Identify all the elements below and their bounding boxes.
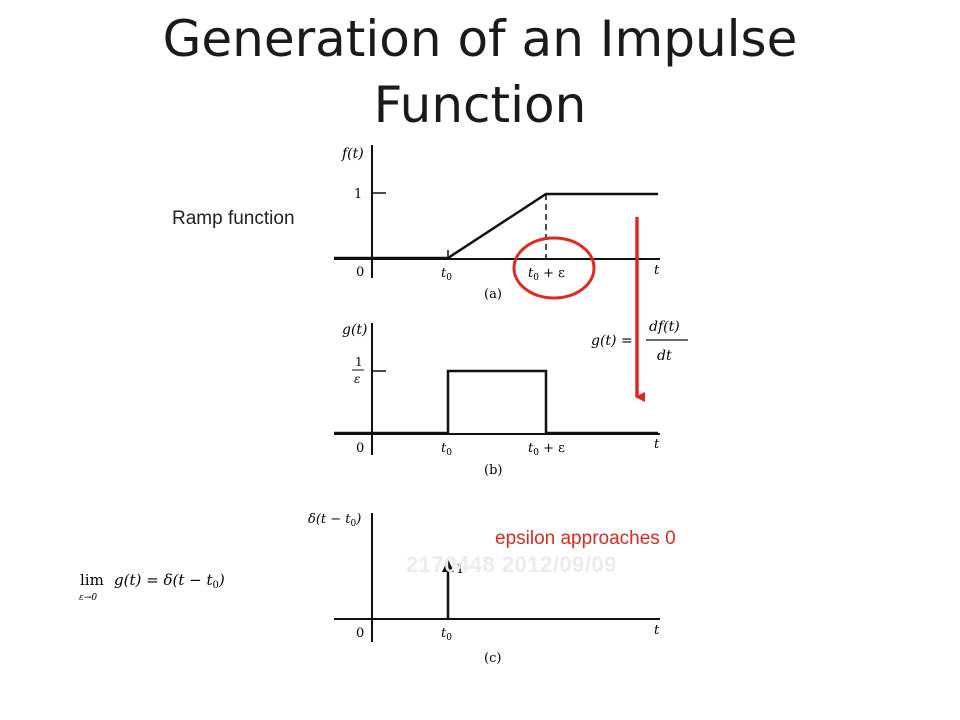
limit-under: ε→0: [79, 593, 97, 603]
impulse-label: 1: [456, 562, 464, 577]
impulse-arrowhead: [442, 559, 454, 572]
limit-expression: g(t) = δ(t − t0): [114, 571, 225, 591]
derivative-eq-den: dt: [657, 348, 672, 364]
page-title: Generation of an Impulse Function: [0, 6, 960, 138]
epsilon-note: epsilon approaches 0: [495, 528, 676, 549]
derivative-eq-num: df(t): [649, 319, 680, 335]
highlight-circle: [512, 236, 596, 300]
panel-b-ylabel: g(t): [342, 322, 368, 338]
panel-c-t0-label: t0: [441, 626, 452, 643]
panel-a-t0-label: t0: [441, 266, 452, 283]
panel-b-xlabel: t: [654, 437, 660, 452]
panel-a-caption: (a): [484, 287, 502, 302]
panel-b: g(t) 1 ε 0 t0 t0 + ε t (b) g(t) = df(t) …: [334, 319, 688, 478]
panel-c-caption: (c): [484, 651, 501, 666]
panel-c-ylabel: δ(t − t0): [308, 512, 361, 529]
pulse-curve: [334, 369, 658, 435]
panel-c: δ(t − t0) 1 0 t0 t (c) lim ε→0 g(t) = δ(…: [79, 512, 660, 666]
ramp-curve: [334, 192, 658, 260]
panel-a-origin: 0: [356, 265, 364, 280]
ramp-function-label: Ramp function: [172, 208, 295, 229]
panel-b-tick-den: ε: [354, 372, 360, 386]
panel-c-xlabel: t: [654, 623, 660, 638]
title-line-2: Function: [373, 76, 587, 134]
title-line-1: Generation of an Impulse: [162, 10, 798, 68]
derivative-eq-lhs: g(t) =: [591, 333, 633, 349]
panel-b-t0eps-label: t0 + ε: [528, 441, 565, 458]
limit-lim: lim: [80, 571, 104, 589]
panel-b-caption: (b): [484, 463, 502, 478]
panel-b-t0-label: t0: [441, 441, 452, 458]
panel-a-t0eps-label: t0 + ε: [528, 266, 565, 283]
panel-a-ylabel: f(t): [341, 146, 364, 162]
panel-a-xlabel: t: [654, 263, 660, 278]
panel-c-origin: 0: [356, 626, 364, 641]
panel-a: f(t) 1 0 t0 t0 + ε t (a): [334, 145, 660, 302]
panel-b-origin: 0: [356, 441, 364, 456]
panel-a-tick-1-label: 1: [354, 187, 362, 202]
watermark-text: 2170448 2012/09/09: [406, 552, 617, 577]
panel-b-tick-num: 1: [355, 355, 363, 369]
